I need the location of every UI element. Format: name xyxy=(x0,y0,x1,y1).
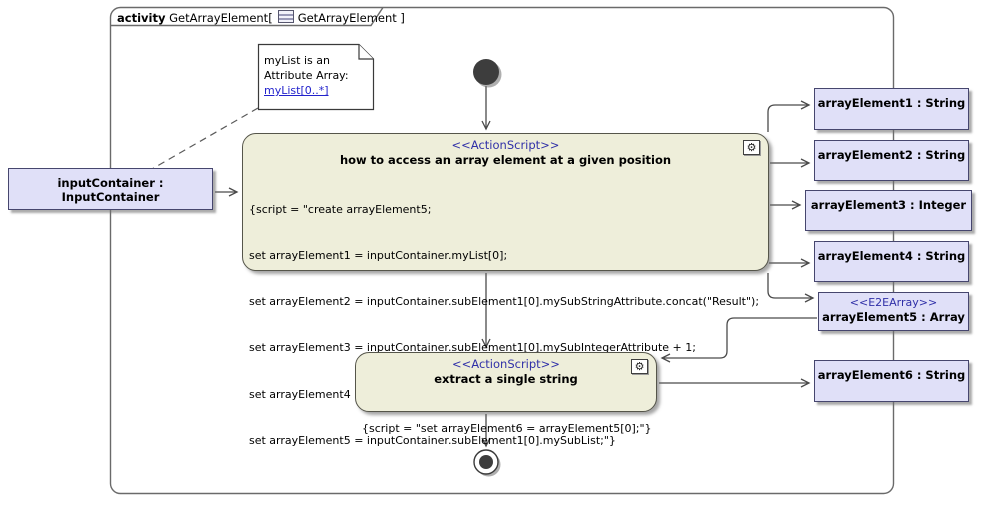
action-script-text: {script = "create arrayElement5; set arr… xyxy=(249,202,760,447)
action-title: extract a single string xyxy=(434,372,578,386)
object-label: arrayElement3 : Integer xyxy=(810,198,967,212)
object-node-arrayelement5[interactable]: <<E2EArray>> arrayElement5 : Array xyxy=(818,292,969,331)
action-node-access-array[interactable]: ⚙ <<ActionScript>> how to access an arra… xyxy=(242,133,769,447)
flow-edges xyxy=(215,86,817,448)
note[interactable]: myList is an Attribute Array: myList[0..… xyxy=(264,53,366,98)
object-label: arrayElement1 : String xyxy=(817,96,966,110)
object-node-arrayelement6[interactable]: arrayElement6 : String xyxy=(814,360,969,402)
frame-diagram-ref: GetArrayElement ] xyxy=(297,11,405,25)
object-node-arrayelement4[interactable]: arrayElement4 : String xyxy=(814,241,969,282)
note-mylist-link[interactable]: myList[0..*] xyxy=(264,84,329,97)
object-label: arrayElement2 : String xyxy=(817,148,966,162)
note-anchor-edge xyxy=(151,107,259,170)
note-line: Attribute Array: xyxy=(264,69,349,82)
object-node-arrayelement2[interactable]: arrayElement2 : String xyxy=(814,140,969,181)
frame-keyword: activity xyxy=(117,11,166,25)
object-node-arrayelement3[interactable]: arrayElement3 : Integer xyxy=(805,190,972,231)
note-shape[interactable] xyxy=(257,43,375,111)
object-label: inputContainer : InputContainer xyxy=(57,176,164,204)
object-node-inputcontainer[interactable]: inputContainer : InputContainer xyxy=(8,168,213,210)
action-title: how to access an array element at a give… xyxy=(339,153,672,167)
activity-diagram-icon xyxy=(277,10,294,23)
final-node[interactable] xyxy=(473,449,501,477)
frame-activity-name: GetArrayElement[ xyxy=(169,11,273,25)
object-label: arrayElement5 : Array xyxy=(822,310,965,324)
action-script-text: {script = "set arrayElement6 = arrayElem… xyxy=(362,421,652,435)
initial-node[interactable] xyxy=(473,59,502,88)
gear-icon: ⚙ xyxy=(743,140,760,155)
gear-icon: ⚙ xyxy=(631,359,648,374)
stereotype-label: <<ActionScript>> xyxy=(452,357,560,371)
object-label: arrayElement4 : String xyxy=(817,249,966,263)
frame-title: activity GetArrayElement[ GetArrayElement… xyxy=(117,10,405,25)
object-node-arrayelement1[interactable]: arrayElement1 : String xyxy=(814,88,969,130)
stereotype-label: <<E2EArray>> xyxy=(849,296,938,309)
note-line: myList is an xyxy=(264,54,330,67)
action-node-extract-string[interactable]: ⚙ <<ActionScript>> extract a single stri… xyxy=(355,352,657,435)
stereotype-label: <<ActionScript>> xyxy=(451,138,560,152)
object-label: arrayElement6 : String xyxy=(817,368,966,382)
